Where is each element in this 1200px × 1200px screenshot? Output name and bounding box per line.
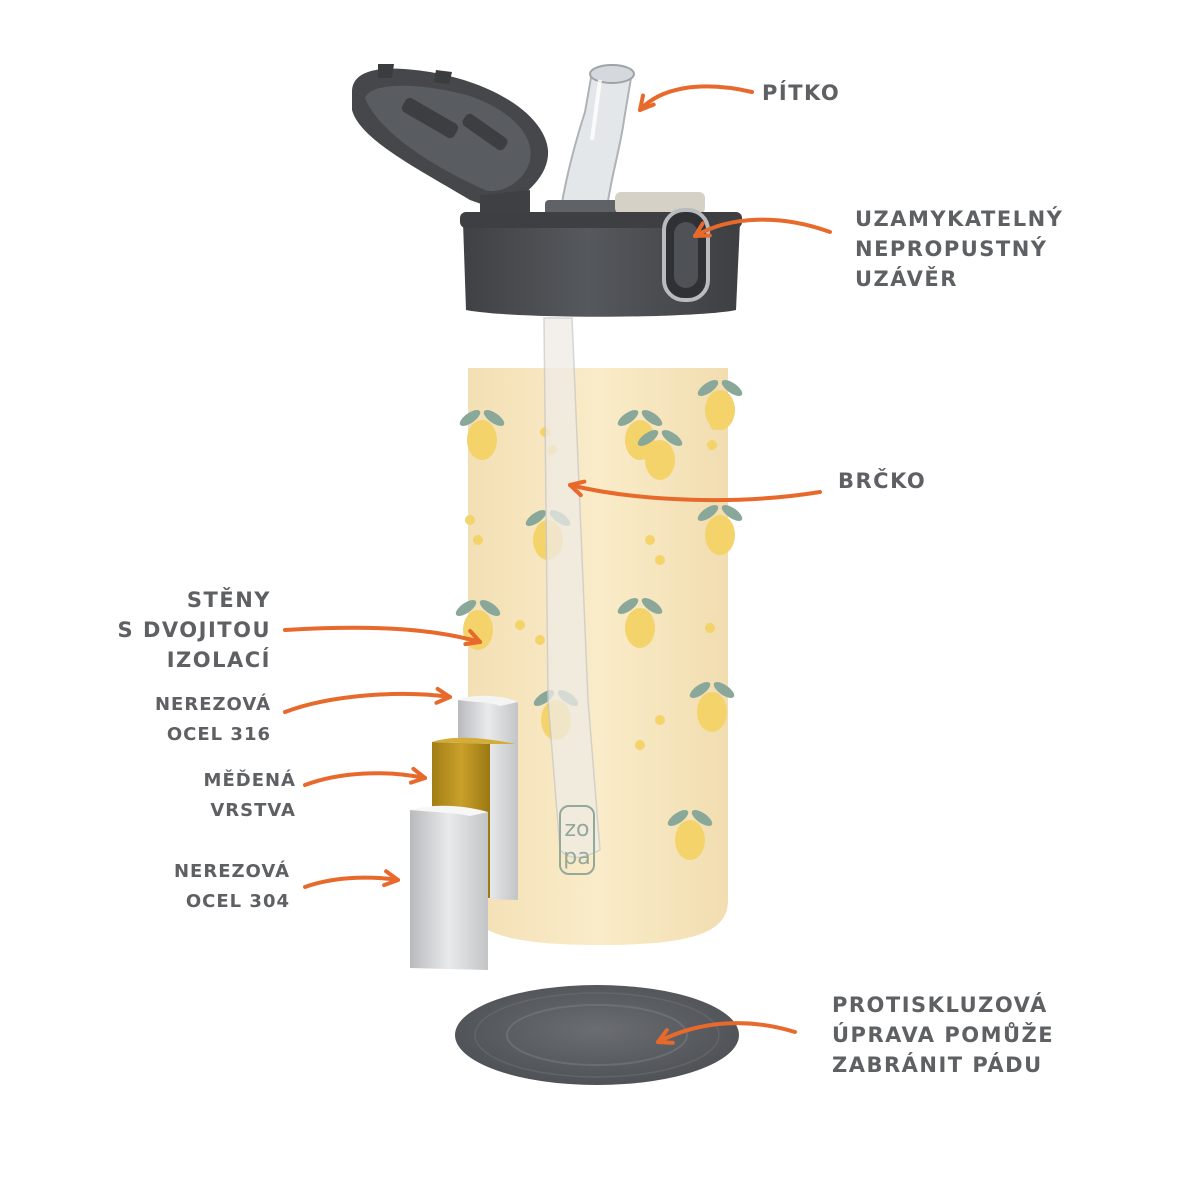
label-steel-316: NEREZOVÁ OCEL 316 <box>154 694 271 745</box>
anti-slip-pad <box>455 985 739 1085</box>
lid-flap <box>352 64 549 210</box>
label-lock: UZAMYKATELNÝ NEPROPUSTNÝ UZÁVĚR <box>855 207 1064 291</box>
label-walls: STĚNY S DVOJITOU IZOLACÍ <box>117 588 271 672</box>
svg-text:pa: pa <box>563 845 590 870</box>
bottle-body: zo pa <box>455 317 743 945</box>
label-steel-304: NEREZOVÁ OCEL 304 <box>173 861 290 912</box>
insulation-layers <box>410 695 518 970</box>
mouthpiece <box>558 64 635 216</box>
lid-base <box>460 190 742 317</box>
label-base: PROTISKLUZOVÁ ÚPRAVA POMŮŽE ZABRÁNIT PÁD… <box>832 993 1055 1077</box>
brand-logo: zo pa <box>559 805 595 875</box>
label-copper: MĚĎENÁ VRSTVA <box>203 770 296 821</box>
label-mouthpiece: PÍTKO <box>762 81 841 105</box>
label-straw: BRČKO <box>838 469 927 493</box>
svg-text:zo: zo <box>564 817 589 842</box>
callout-arrows <box>283 84 832 1045</box>
lemon-pattern <box>455 379 743 860</box>
